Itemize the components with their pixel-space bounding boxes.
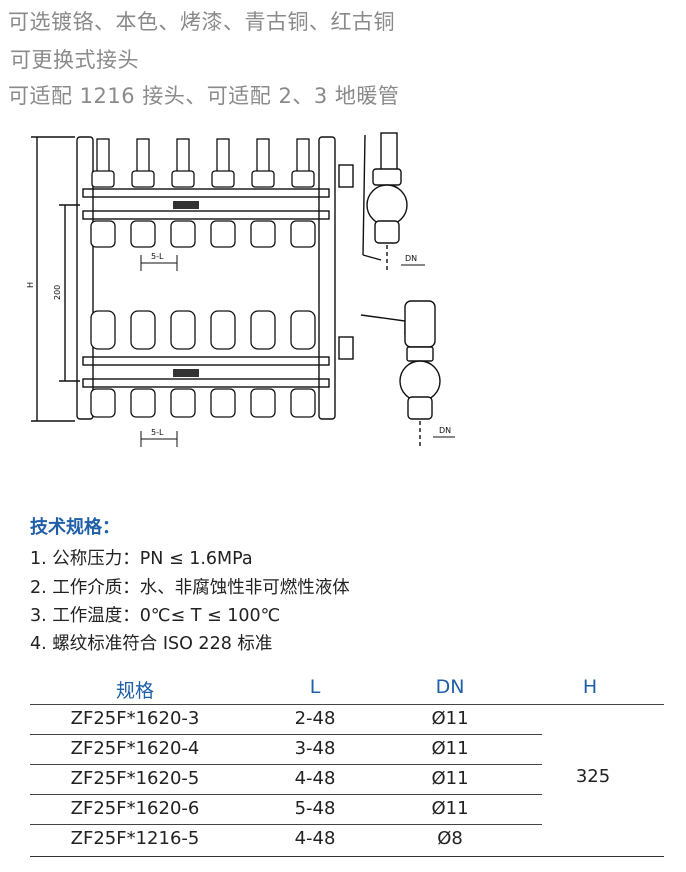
dim-label-5L-bottom: 5-L	[151, 428, 164, 437]
outlet-connector	[170, 388, 196, 418]
valve-cap	[210, 310, 236, 350]
table-cell-model: ZF25F*1620-5	[70, 768, 200, 789]
outlet-pipe	[136, 138, 150, 176]
outlet-nut	[131, 170, 155, 188]
table-cell-L: 3-48	[294, 738, 336, 759]
valve-cap	[130, 310, 156, 350]
outlet-connector	[90, 220, 116, 248]
outlet-pipe	[296, 138, 310, 176]
dim-label-H: H	[26, 282, 35, 288]
outlet-nut	[91, 170, 115, 188]
table-cell-DN: Ø11	[431, 708, 469, 729]
table-rule-bottom	[30, 856, 664, 857]
dim-label-DN-bottom: DN	[439, 426, 451, 435]
outlet-connector	[210, 388, 236, 418]
table-cell-H-merged: 325	[575, 766, 611, 787]
outlet-connector	[130, 220, 156, 248]
outlet-pipe	[216, 138, 230, 176]
valve-cap	[170, 310, 196, 350]
outlet-nut	[251, 170, 275, 188]
outlet-nut	[171, 170, 195, 188]
intro-finish-options: 可选镀铬、本色、烤漆、青古铜、红古铜	[8, 10, 395, 34]
table-cell-DN: Ø11	[431, 768, 469, 789]
table-cell-model: ZF25F*1620-4	[70, 738, 200, 759]
table-header-DN: DN	[435, 676, 465, 698]
table-cell-model: ZF25F*1620-6	[70, 798, 200, 819]
dim-label-200: 200	[53, 285, 62, 300]
intro-compatibility: 可适配 1216 接头、可适配 2、3 地暖管	[8, 84, 400, 108]
outlet-connector	[250, 388, 276, 418]
spec-heading: 技术规格：	[30, 517, 120, 538]
outlet-connector	[210, 220, 236, 248]
outlet-connector	[170, 220, 196, 248]
spec-item-thread-standard: 4. 螺纹标准符合 ISO 228 标准	[30, 634, 273, 654]
table-cell-L: 4-48	[294, 828, 336, 849]
spec-item-pressure: 1. 公称压力：PN ≤ 1.6MPa	[30, 549, 253, 569]
table-cell-L: 4-48	[294, 768, 336, 789]
valve-cap	[250, 310, 276, 350]
outlet-pipe	[96, 138, 110, 176]
table-cell-L: 5-48	[294, 798, 336, 819]
table-cell-model: ZF25F*1620-3	[70, 708, 200, 729]
spec-item-medium: 2. 工作介质：水、非腐蚀性非可燃性液体	[30, 578, 350, 598]
table-rule-top	[30, 704, 664, 705]
outlet-nut	[211, 170, 235, 188]
dim-label-DN-top: DN	[405, 254, 417, 263]
outlet-connector	[290, 220, 316, 248]
table-row-divider	[30, 734, 542, 735]
outlet-connector	[130, 388, 156, 418]
outlet-pipe	[256, 138, 270, 176]
table-row-divider	[30, 764, 542, 765]
table-cell-DN: Ø11	[431, 738, 469, 759]
valve-cap	[290, 310, 316, 350]
table-header-model: 规格	[115, 680, 154, 702]
table-cell-L: 2-48	[294, 708, 336, 729]
outlet-nut	[291, 170, 315, 188]
table-header-H: H	[582, 676, 598, 698]
outlet-pipe	[176, 138, 190, 176]
outlet-connector	[90, 388, 116, 418]
table-cell-DN: Ø8	[437, 828, 463, 849]
outlet-connector	[250, 220, 276, 248]
table-row-divider	[30, 794, 542, 795]
manifold-technical-drawing: H 200 5-L 5-L DN DN	[26, 132, 455, 449]
intro-replaceable-connector: 可更换式接头	[10, 48, 139, 72]
valve-cap	[90, 310, 116, 350]
outlet-connector	[290, 388, 316, 418]
table-cell-DN: Ø11	[431, 798, 469, 819]
table-header-L: L	[309, 676, 321, 698]
table-cell-model: ZF25F*1216-5	[70, 828, 200, 849]
dim-label-5L-top: 5-L	[151, 252, 164, 261]
table-row-divider	[30, 824, 542, 825]
spec-item-temperature: 3. 工作温度：0℃≤ T ≤ 100℃	[30, 606, 281, 626]
